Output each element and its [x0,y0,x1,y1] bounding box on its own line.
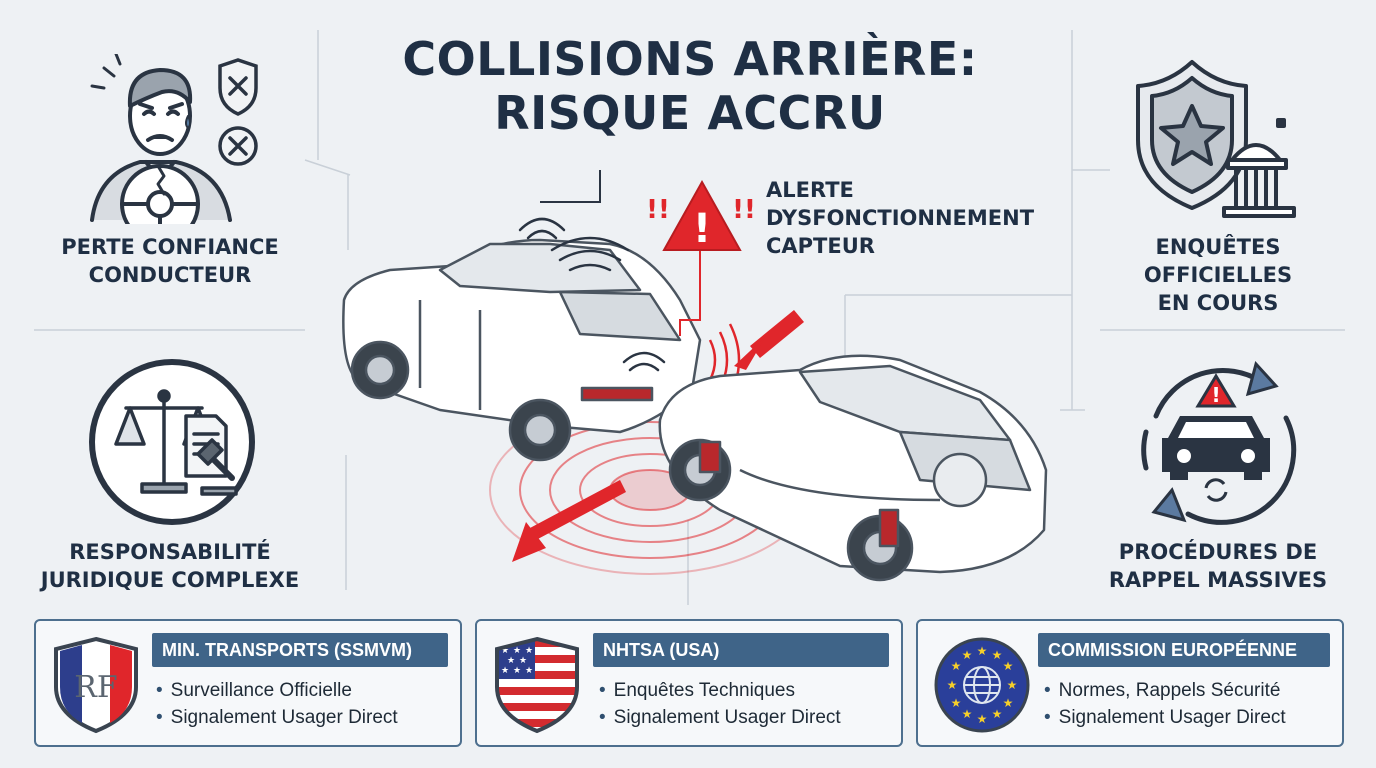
svg-text:★: ★ [513,646,521,656]
svg-text:RF: RF [74,670,117,705]
car-rear-vehicle [658,354,1048,582]
panel-enquetes-line-2: OFFICIELLES [1143,263,1293,287]
agency-items: •Surveillance Officielle •Signalement Us… [156,677,398,731]
panel-perte-confiance-line-2: CONDUCTEUR [88,263,252,287]
panel-enquetes: ENQUÊTES OFFICIELLES EN COURS [1100,233,1336,317]
list-item-text: Signalement Usager Direct [1058,707,1286,728]
france-shield-icon: RF [54,636,138,734]
svg-text:★: ★ [1003,696,1014,710]
agency-card-eu: ★★★ ★★★ ★★★ ★★★ COMMISSION EUROPÉENNE •N… [916,619,1344,747]
agency-name: NHTSA (USA) [593,633,889,667]
alert-label: ALERTE DYSFONCTIONNEMENT CAPTEUR [766,176,1034,260]
panel-procedures-line-1: PROCÉDURES DE [1118,540,1318,564]
svg-text:★: ★ [513,666,521,676]
panel-enquetes-line-1: ENQUÊTES [1155,235,1281,259]
svg-text:!!: !! [732,195,756,225]
list-item: •Enquêtes Techniques [599,680,796,701]
svg-text:★: ★ [1007,678,1018,692]
panel-responsabilite: RESPONSABILITÉ JURIDIQUE COMPLEXE [20,538,320,594]
agency-name: COMMISSION EUROPÉENNE [1038,633,1330,667]
list-item: •Signalement Usager Direct [599,707,841,728]
agency-card-france: RF MIN. TRANSPORTS (SSMVM) •Surveillance… [34,619,462,747]
panel-enquetes-line-3: EN COURS [1157,291,1279,315]
list-item-text: Signalement Usager Direct [613,707,841,728]
list-item: •Signalement Usager Direct [1044,707,1286,728]
list-item: •Signalement Usager Direct [156,707,398,728]
svg-text:★: ★ [947,678,958,692]
panel-responsabilite-line-1: RESPONSABILITÉ [69,540,271,564]
svg-text:★: ★ [525,666,533,676]
alert-line-2: DYSFONCTIONNEMENT [766,206,1035,230]
svg-text:★: ★ [977,644,988,658]
car-recall-icon: ! [1141,360,1297,525]
svg-text:★: ★ [962,707,973,721]
svg-text:★: ★ [525,646,533,656]
svg-text:★: ★ [501,646,509,656]
panel-procedures: PROCÉDURES DE RAPPEL MASSIVES [1080,538,1356,594]
worried-driver-icon [90,54,258,224]
eu-globe-icon: ★★★ ★★★ ★★★ ★★★ [934,637,1030,733]
list-item: •Normes, Rappels Sécurité [1044,680,1281,701]
page-title: COLLISIONS ARRIÈRE: RISQUE ACCRU [300,32,1080,140]
title-line-1: COLLISIONS ARRIÈRE: [402,32,978,86]
agency-items: •Normes, Rappels Sécurité •Signalement U… [1044,677,1286,731]
list-item: •Surveillance Officielle [156,680,352,701]
agency-name: MIN. TRANSPORTS (SSMVM) [152,633,448,667]
list-item-text: Signalement Usager Direct [170,707,398,728]
svg-text:★: ★ [992,707,1003,721]
list-item-text: Normes, Rappels Sécurité [1058,680,1281,701]
collision-scene-illustration: ! !! !! [342,170,1048,582]
scales-of-justice-icon [89,359,255,525]
svg-text:★: ★ [951,696,962,710]
svg-text:★: ★ [507,656,515,666]
svg-text:★: ★ [501,666,509,676]
title-line-2: RISQUE ACCRU [494,86,886,140]
car-front-vehicle [342,238,702,462]
panel-procedures-line-2: RAPPEL MASSIVES [1108,568,1328,592]
svg-text:★: ★ [962,648,973,662]
agency-card-usa: ★★★ ★★ ★★★ NHTSA (USA) •Enquêtes Techniq… [475,619,903,747]
panel-perte-confiance: PERTE CONFIANCE CONDUCTEUR [40,233,300,289]
svg-text:!: ! [693,206,711,252]
police-badge-icon [1136,60,1296,218]
svg-text:★: ★ [1003,659,1014,673]
svg-text:★: ★ [977,712,988,726]
alert-line-3: CAPTEUR [766,234,875,258]
list-item-text: Enquêtes Techniques [613,680,796,701]
list-item-text: Surveillance Officielle [170,680,352,701]
svg-text:★: ★ [992,648,1003,662]
alert-warning-icon: ! !! !! [646,179,756,252]
svg-text:★: ★ [519,656,527,666]
alert-line-1: ALERTE [766,178,854,202]
impact-arrows [512,310,804,562]
panel-responsabilite-line-2: JURIDIQUE COMPLEXE [40,568,300,592]
usa-shield-icon: ★★★ ★★ ★★★ [495,636,579,734]
svg-text:★: ★ [951,659,962,673]
svg-text:!: ! [1211,383,1220,407]
agency-items: •Enquêtes Techniques •Signalement Usager… [599,677,841,731]
panel-perte-confiance-line-1: PERTE CONFIANCE [61,235,279,259]
svg-text:!!: !! [646,195,670,225]
